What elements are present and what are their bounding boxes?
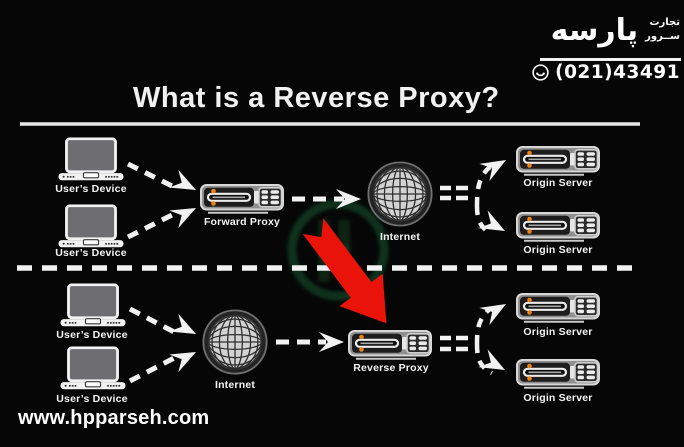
internet-globe-icon	[367, 161, 433, 227]
laptop-icon	[58, 204, 124, 248]
brand-subtitle-line1: تجارت	[649, 17, 680, 28]
device-label: User’s Device	[55, 247, 127, 259]
device-label: User’s Device	[56, 329, 128, 341]
arrowhead-icon	[478, 210, 505, 231]
laptop-icon	[60, 283, 126, 327]
arrowhead-icon	[478, 349, 505, 370]
arrowhead-icon	[479, 304, 506, 326]
brand-logotype: پارسه	[550, 13, 639, 48]
phone-row: (021)43491	[532, 62, 680, 83]
arrowheads	[169, 160, 506, 373]
brand-subtitle-line2: ســرور	[645, 30, 680, 42]
brand-logo: تجارت ســرور پارسه	[551, 10, 680, 52]
reverse-proxy-label: Reverse Proxy	[353, 362, 429, 374]
origin-server-label: Origin Server	[523, 177, 593, 189]
reverse-proxy-highlight-arrow-icon	[302, 218, 387, 324]
reverse-proxy-server-icon	[348, 330, 432, 360]
origin-server-label: Origin Server	[523, 392, 593, 404]
internet-label: Internet	[214, 379, 256, 391]
arrowhead-icon	[336, 189, 361, 209]
forward-proxy-label: Forward Proxy	[203, 216, 281, 228]
website-url: www.hpparseh.com	[18, 407, 210, 429]
arrowhead-icon	[169, 313, 196, 334]
page-title: What is a Reverse Proxy?	[133, 82, 500, 114]
forward-proxy-server-icon	[200, 184, 284, 214]
phone-number: (021)43491	[555, 62, 680, 83]
origin-server-icon	[516, 212, 600, 242]
laptop-icon	[60, 346, 126, 390]
brand-subtitle: تجارت ســرور	[645, 10, 680, 43]
origin-server-label: Origin Server	[523, 326, 593, 338]
device-label: User’s Device	[56, 393, 128, 405]
laptop-icon	[58, 137, 124, 181]
arrowhead-icon	[169, 352, 196, 373]
arrowhead-icon	[319, 332, 344, 352]
origin-server-label: Origin Server	[523, 244, 593, 256]
origin-server-icon	[516, 293, 600, 323]
origin-server-icon	[516, 359, 600, 389]
arrowhead-icon	[479, 160, 506, 182]
internet-globe-icon	[202, 309, 268, 375]
internet-label: Internet	[379, 231, 421, 243]
dashed-connectors	[126, 161, 494, 384]
device-label: User’s Device	[55, 183, 127, 195]
brand-divider-line	[540, 58, 681, 61]
arrowhead-icon	[169, 169, 196, 190]
arrowhead-icon	[169, 208, 196, 229]
phone-icon	[532, 64, 549, 81]
origin-server-icon	[516, 146, 600, 176]
